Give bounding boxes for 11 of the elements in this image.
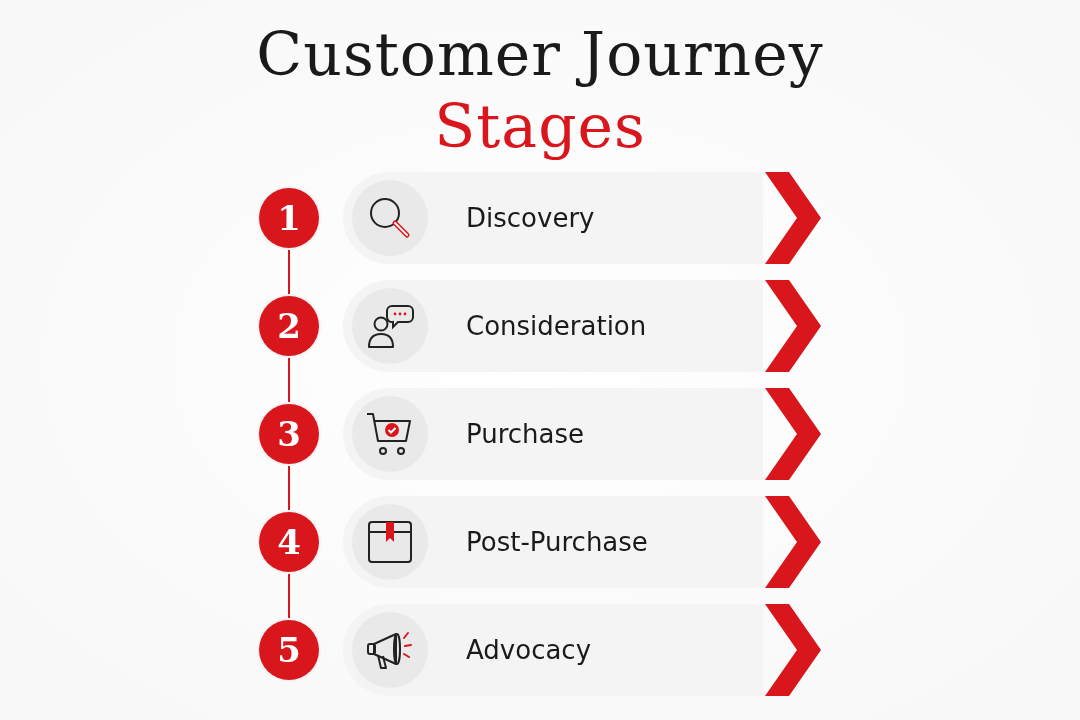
title: Customer Journey Stages <box>255 18 825 162</box>
stage-label: Purchase <box>466 419 585 449</box>
step-number: 1 <box>259 188 319 248</box>
stage-label: Discovery <box>466 203 595 233</box>
stage-label: Consideration <box>466 311 647 341</box>
stage-label: Advocacy <box>466 635 592 665</box>
step-number: 2 <box>259 296 319 356</box>
step-number: 5 <box>259 620 319 680</box>
stage-label: Post-Purchase <box>466 527 648 557</box>
step-number: 4 <box>259 512 319 572</box>
step-number: 3 <box>259 404 319 464</box>
